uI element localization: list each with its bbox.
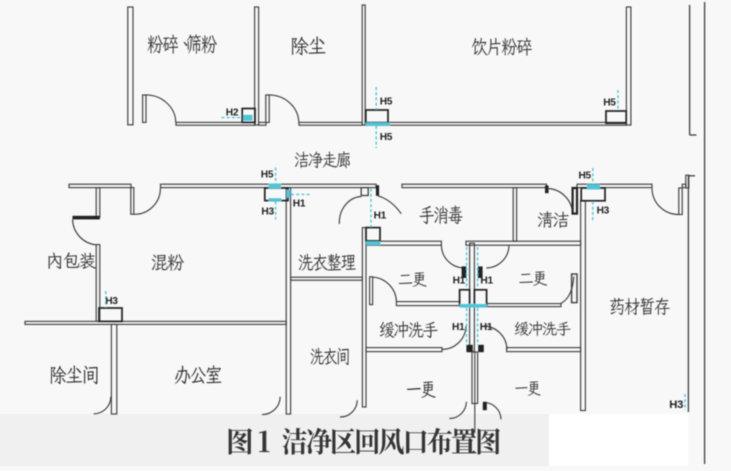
svg-text:H1: H1 — [480, 322, 493, 333]
svg-text:H3: H3 — [597, 206, 610, 217]
svg-text:H1: H1 — [374, 211, 387, 222]
svg-text:H3: H3 — [261, 207, 274, 218]
svg-text:H1: H1 — [293, 199, 306, 210]
svg-text:H1: H1 — [453, 276, 466, 287]
svg-text:H3: H3 — [105, 296, 118, 307]
svg-text:H1: H1 — [480, 276, 493, 287]
svg-text:H5: H5 — [579, 171, 592, 182]
svg-text:H5: H5 — [261, 170, 274, 181]
svg-text:H3: H3 — [669, 399, 683, 411]
svg-text:H5: H5 — [380, 97, 393, 108]
svg-text:H1: H1 — [452, 322, 465, 333]
svg-text:H5: H5 — [380, 132, 393, 143]
svg-text:H5: H5 — [603, 98, 616, 109]
svg-text:H2: H2 — [226, 108, 239, 119]
